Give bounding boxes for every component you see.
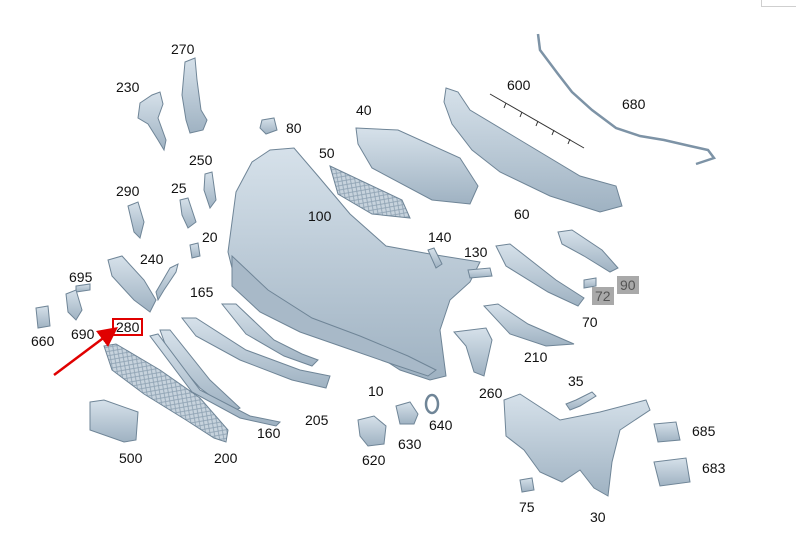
- part-685[interactable]: [653, 421, 681, 443]
- callout-60[interactable]: 60: [514, 206, 530, 222]
- part-90[interactable]: [557, 229, 619, 273]
- callout-683[interactable]: 683: [702, 460, 726, 476]
- callout-680[interactable]: 680: [622, 96, 646, 112]
- part-690[interactable]: [65, 289, 83, 321]
- part-210[interactable]: [482, 303, 575, 347]
- callout-240[interactable]: 240: [140, 251, 164, 267]
- callout-10[interactable]: 10: [368, 383, 384, 399]
- part-660[interactable]: [35, 305, 51, 329]
- callout-70[interactable]: 70: [582, 314, 598, 330]
- callout-130[interactable]: 130: [464, 244, 488, 260]
- callout-695[interactable]: 695: [69, 269, 93, 285]
- callout-685[interactable]: 685: [692, 423, 716, 439]
- part-680[interactable]: [536, 33, 717, 166]
- part-260[interactable]: [453, 327, 493, 377]
- highlight-arrow: [53, 327, 118, 376]
- callout-210[interactable]: 210: [524, 349, 548, 365]
- callout-620[interactable]: 620: [362, 452, 386, 468]
- part-620[interactable]: [357, 415, 387, 447]
- callout-205[interactable]: 205: [305, 412, 329, 428]
- callout-140[interactable]: 140: [428, 229, 452, 245]
- callout-35[interactable]: 35: [568, 373, 584, 389]
- callout-200[interactable]: 200: [214, 450, 238, 466]
- part-160[interactable]: [149, 333, 282, 427]
- callout-640[interactable]: 640: [429, 417, 453, 433]
- callout-250[interactable]: 250: [189, 152, 213, 168]
- callout-660[interactable]: 660: [31, 333, 55, 349]
- callout-165[interactable]: 165: [190, 284, 214, 300]
- part-30[interactable]: [503, 393, 651, 497]
- part-trim-mid[interactable]: [220, 303, 319, 367]
- callout-690[interactable]: 690: [71, 326, 95, 342]
- part-35[interactable]: [565, 391, 597, 411]
- part-40[interactable]: [355, 127, 479, 205]
- callout-40[interactable]: 40: [356, 102, 372, 118]
- part-20[interactable]: [189, 242, 201, 259]
- part-230[interactable]: [137, 91, 167, 152]
- callout-270[interactable]: 270: [171, 41, 195, 57]
- part-80[interactable]: [259, 117, 278, 135]
- part-600[interactable]: [489, 93, 585, 149]
- part-630[interactable]: [395, 401, 419, 425]
- part-290[interactable]: [127, 201, 145, 239]
- part-72[interactable]: [583, 277, 597, 289]
- part-205[interactable]: [180, 317, 331, 389]
- part-695[interactable]: [75, 283, 91, 293]
- callout-230[interactable]: 230: [116, 79, 140, 95]
- callout-600[interactable]: 600: [507, 77, 531, 93]
- part-200[interactable]: [103, 343, 229, 443]
- callout-630[interactable]: 630: [398, 436, 422, 452]
- callout-100[interactable]: 100: [308, 208, 332, 224]
- part-500[interactable]: [89, 399, 139, 443]
- callout-290[interactable]: 290: [116, 183, 140, 199]
- part-683[interactable]: [653, 457, 691, 487]
- callout-260[interactable]: 260: [479, 385, 503, 401]
- callout-50[interactable]: 50: [319, 145, 335, 161]
- part-70[interactable]: [495, 243, 585, 307]
- part-640[interactable]: [424, 393, 440, 415]
- part-10-lower[interactable]: [231, 254, 437, 377]
- part-250[interactable]: [203, 171, 217, 210]
- part-140[interactable]: [427, 247, 443, 269]
- part-130[interactable]: [467, 267, 493, 279]
- callout-500[interactable]: 500: [119, 450, 143, 466]
- part-240[interactable]: [107, 255, 157, 313]
- callout-90[interactable]: 90: [617, 276, 639, 294]
- callout-72[interactable]: 72: [592, 287, 614, 305]
- corner-frame: [761, 0, 796, 7]
- part-270[interactable]: [181, 57, 208, 134]
- part-50[interactable]: [329, 165, 411, 219]
- callout-160[interactable]: 160: [257, 425, 281, 441]
- part-165[interactable]: [155, 263, 179, 302]
- part-60[interactable]: [443, 87, 623, 213]
- callout-80[interactable]: 80: [286, 120, 302, 136]
- callout-20[interactable]: 20: [202, 229, 218, 245]
- callout-75[interactable]: 75: [519, 499, 535, 515]
- part-75[interactable]: [519, 477, 535, 493]
- callout-25[interactable]: 25: [171, 180, 187, 196]
- callout-30[interactable]: 30: [590, 509, 606, 525]
- part-25[interactable]: [179, 197, 197, 229]
- callout-280-highlighted[interactable]: 280: [112, 318, 144, 336]
